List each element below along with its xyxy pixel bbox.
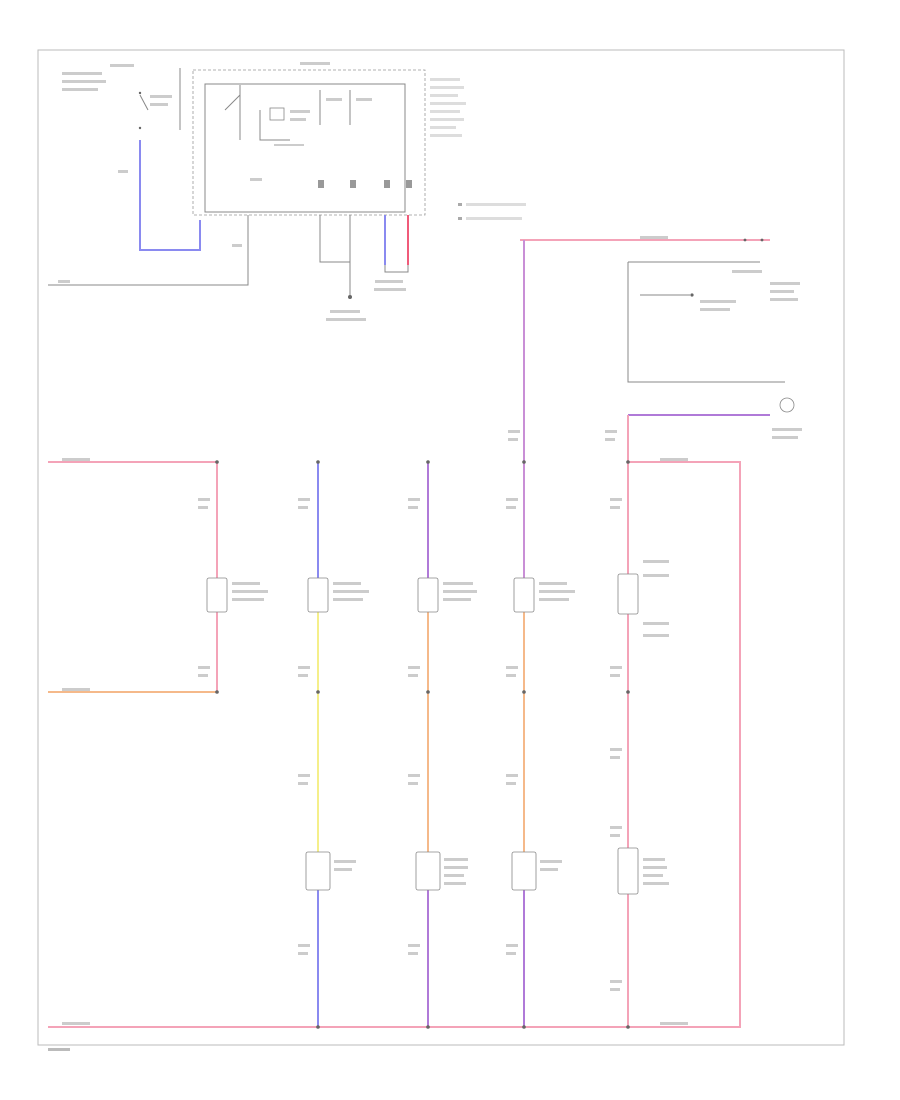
wire-tags — [62, 236, 688, 1025]
lower-2 — [415, 851, 468, 891]
lower-components — [305, 847, 669, 895]
switch-4 — [513, 577, 575, 613]
switch-2 — [307, 577, 369, 613]
footer-mark — [48, 1048, 70, 1051]
switch-1 — [206, 577, 268, 613]
switch-components — [206, 560, 669, 637]
lower-1 — [305, 851, 356, 891]
switch-5 — [617, 560, 669, 637]
wire-gray-top-left — [48, 215, 249, 286]
lower-3 — [511, 851, 562, 891]
switch-3 — [417, 577, 477, 613]
wire-blue-top-left — [139, 140, 201, 251]
junction-nodes — [215, 460, 630, 1029]
module-label-lines — [62, 64, 172, 106]
fuse-relay-box — [192, 62, 466, 216]
top-right-relay — [520, 238, 802, 439]
lower-4 — [617, 847, 669, 895]
fuse-terminals — [318, 180, 412, 188]
top-left-module — [62, 64, 181, 173]
wire-pink-left — [48, 461, 218, 580]
diagram-frame — [37, 49, 845, 1046]
legend — [458, 203, 526, 220]
